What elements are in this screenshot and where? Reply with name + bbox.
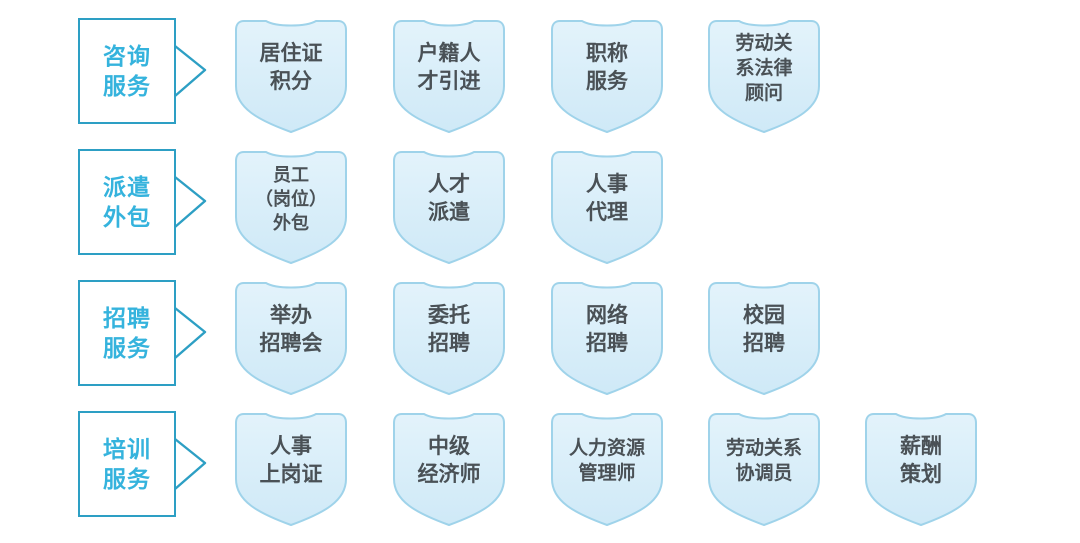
shield-label: 职称服务 (548, 16, 666, 120)
shield-label: 人事代理 (548, 147, 666, 251)
shield-text-line: 委托 (428, 304, 470, 327)
category-label-dispatch-outsourcing[interactable]: 派遣外包 (78, 149, 207, 257)
shield-text-line: 系法律 (735, 57, 793, 79)
shield-badge-labor-relations-coordinator[interactable]: 劳动关系协调员 (705, 409, 823, 527)
shield-label: 人才派遣 (390, 147, 508, 251)
shield-label: 劳动关系协调员 (705, 409, 823, 513)
shield-text-line: 人事 (586, 173, 628, 196)
shield-text-line: 中级 (428, 435, 470, 458)
shield-label: 户籍人才引进 (390, 16, 508, 120)
category-text-line: 服务 (103, 335, 151, 361)
shield-badge-household-talent-introduction[interactable]: 户籍人才引进 (390, 16, 508, 134)
category-text-line: 咨询 (103, 43, 151, 69)
shield-text-line: 员工 (273, 165, 309, 185)
shield-badge-compensation-planning[interactable]: 薪酬策划 (862, 409, 980, 527)
shield-badge-campus-recruitment[interactable]: 校园招聘 (705, 278, 823, 396)
shield-text-line: 顾问 (744, 82, 783, 104)
shield-text-line: 网络 (586, 304, 628, 327)
shield-label: 校园招聘 (705, 278, 823, 382)
shield-text-line: 人才 (428, 173, 470, 196)
category-text-line: 服务 (103, 466, 151, 492)
category-box: 咨询服务 (78, 18, 176, 124)
shield-badge-employee-position-outsourcing[interactable]: 员工 （岗位） 外包 (232, 147, 350, 265)
shield-text-line: 派遣 (428, 201, 470, 224)
shield-text-line: 才引进 (417, 70, 481, 93)
shield-text-line: 协调员 (735, 463, 793, 484)
shield-text-line: 人事 (270, 435, 312, 458)
shield-text-line: 招聘 (428, 332, 470, 355)
shield-label: 举办招聘会 (232, 278, 350, 382)
shield-badge-hr-job-certificate[interactable]: 人事上岗证 (232, 409, 350, 527)
shield-label: 人力资源管理师 (548, 409, 666, 513)
shield-text-line: 举办 (270, 304, 312, 327)
category-text-line: 服务 (103, 73, 151, 99)
shield-text-line: 招聘 (743, 332, 785, 355)
category-box: 培训服务 (78, 411, 176, 517)
shield-badge-labor-relations-legal-counsel[interactable]: 劳动关系法律顾问 (705, 16, 823, 134)
shield-text-line: 经济师 (417, 463, 481, 486)
shield-label: 中级经济师 (390, 409, 508, 513)
shield-text-line: 管理师 (578, 463, 636, 484)
category-box: 派遣外包 (78, 149, 176, 255)
category-text-line: 派遣 (103, 174, 151, 200)
shield-text-line: 劳动关系 (725, 438, 802, 459)
shield-badge-professional-title-service[interactable]: 职称服务 (548, 16, 666, 134)
shield-badge-hr-manager[interactable]: 人力资源管理师 (548, 409, 666, 527)
category-label-training-service[interactable]: 培训服务 (78, 411, 207, 519)
shield-text-line: 职称 (586, 42, 628, 65)
shield-badge-residence-permit-points[interactable]: 居住证积分 (232, 16, 350, 134)
shield-text-line: 户籍人 (417, 42, 481, 65)
category-text-line: 招聘 (103, 305, 151, 331)
shield-text-line: （岗位） (255, 189, 327, 209)
shield-label: 居住证积分 (232, 16, 350, 120)
shield-label: 员工 （岗位） 外包 (232, 147, 350, 251)
shield-badge-hr-agency[interactable]: 人事代理 (548, 147, 666, 265)
shield-label: 劳动关系法律顾问 (705, 16, 823, 120)
category-text-line: 外包 (103, 204, 151, 230)
category-row: 咨询服务 居住证积分 户籍人才引进 职称服务 劳动关系法律顾问 (0, 6, 1080, 137)
category-label-recruitment-service[interactable]: 招聘服务 (78, 280, 207, 388)
chevron-right-icon (174, 438, 208, 490)
shield-text-line: 居住证 (259, 42, 323, 65)
shield-text-line: 校园 (743, 304, 785, 327)
shield-text-line: 策划 (900, 463, 942, 486)
category-label-consulting-service[interactable]: 咨询服务 (78, 18, 207, 126)
category-text-line: 培训 (103, 436, 151, 462)
shield-text-line: 劳动关 (735, 32, 793, 54)
shield-badge-talent-dispatch[interactable]: 人才派遣 (390, 147, 508, 265)
category-box: 招聘服务 (78, 280, 176, 386)
shield-badge-intermediate-economist[interactable]: 中级经济师 (390, 409, 508, 527)
shield-text-line: 薪酬 (900, 435, 942, 458)
chevron-right-icon (174, 45, 208, 97)
category-row: 派遣外包 员工（岗位）外包 人才派遣 人事代理 (0, 137, 1080, 268)
shield-text-line: 招聘 (586, 332, 628, 355)
chevron-right-icon (174, 176, 208, 228)
category-row: 招聘服务 举办招聘会 委托招聘 网络招聘 校园招聘 (0, 268, 1080, 399)
shield-text-line: 人力资源 (568, 438, 645, 459)
shield-label: 网络招聘 (548, 278, 666, 382)
shield-label: 薪酬策划 (862, 409, 980, 513)
shield-badge-hold-job-fair[interactable]: 举办招聘会 (232, 278, 350, 396)
shield-badge-online-recruitment[interactable]: 网络招聘 (548, 278, 666, 396)
category-row: 培训服务 人事上岗证 中级经济师 人力资源管理师 劳动关系协调员 (0, 399, 1080, 530)
shield-text-line: 招聘会 (259, 332, 323, 355)
shield-text-line: 积分 (270, 70, 312, 93)
shield-text-line: 外包 (273, 213, 309, 233)
chevron-right-icon (174, 307, 208, 359)
shield-label: 委托招聘 (390, 278, 508, 382)
shield-badge-entrusted-recruitment[interactable]: 委托招聘 (390, 278, 508, 396)
shield-text-line: 服务 (586, 70, 628, 93)
shield-text-line: 代理 (586, 201, 628, 224)
shield-text-line: 上岗证 (259, 463, 323, 486)
shield-label: 人事上岗证 (232, 409, 350, 513)
